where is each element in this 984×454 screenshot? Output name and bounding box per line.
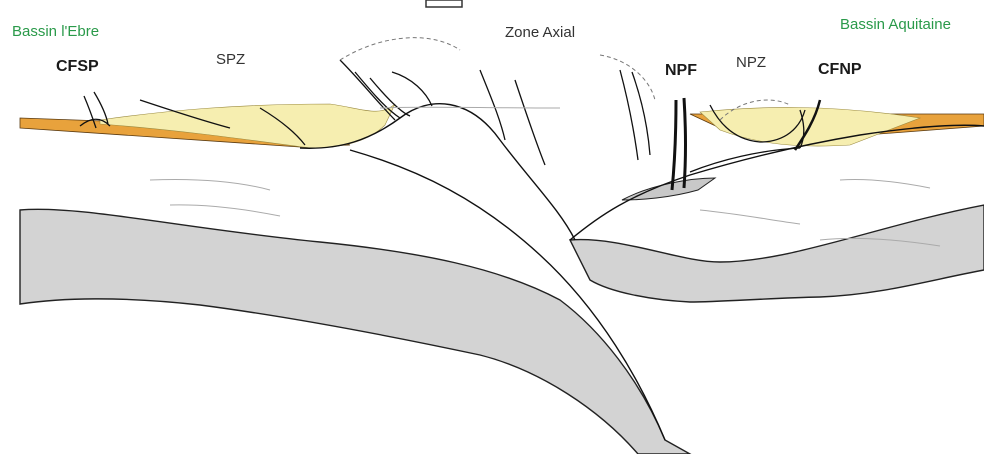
top-inset-box [426,0,462,7]
european-lower-crust [570,205,984,302]
label-spz: SPZ [216,52,245,67]
label-zone-axial: Zone Axial [505,25,575,40]
label-cfsp: CFSP [56,59,99,75]
basin-label-aquitaine: Bassin Aquitaine [840,17,951,32]
label-cfnp: CFNP [818,62,862,78]
label-npf: NPF [665,63,697,79]
label-npz: NPZ [736,55,766,70]
basin-label-ebre: Bassin l'Ebre [12,24,99,39]
